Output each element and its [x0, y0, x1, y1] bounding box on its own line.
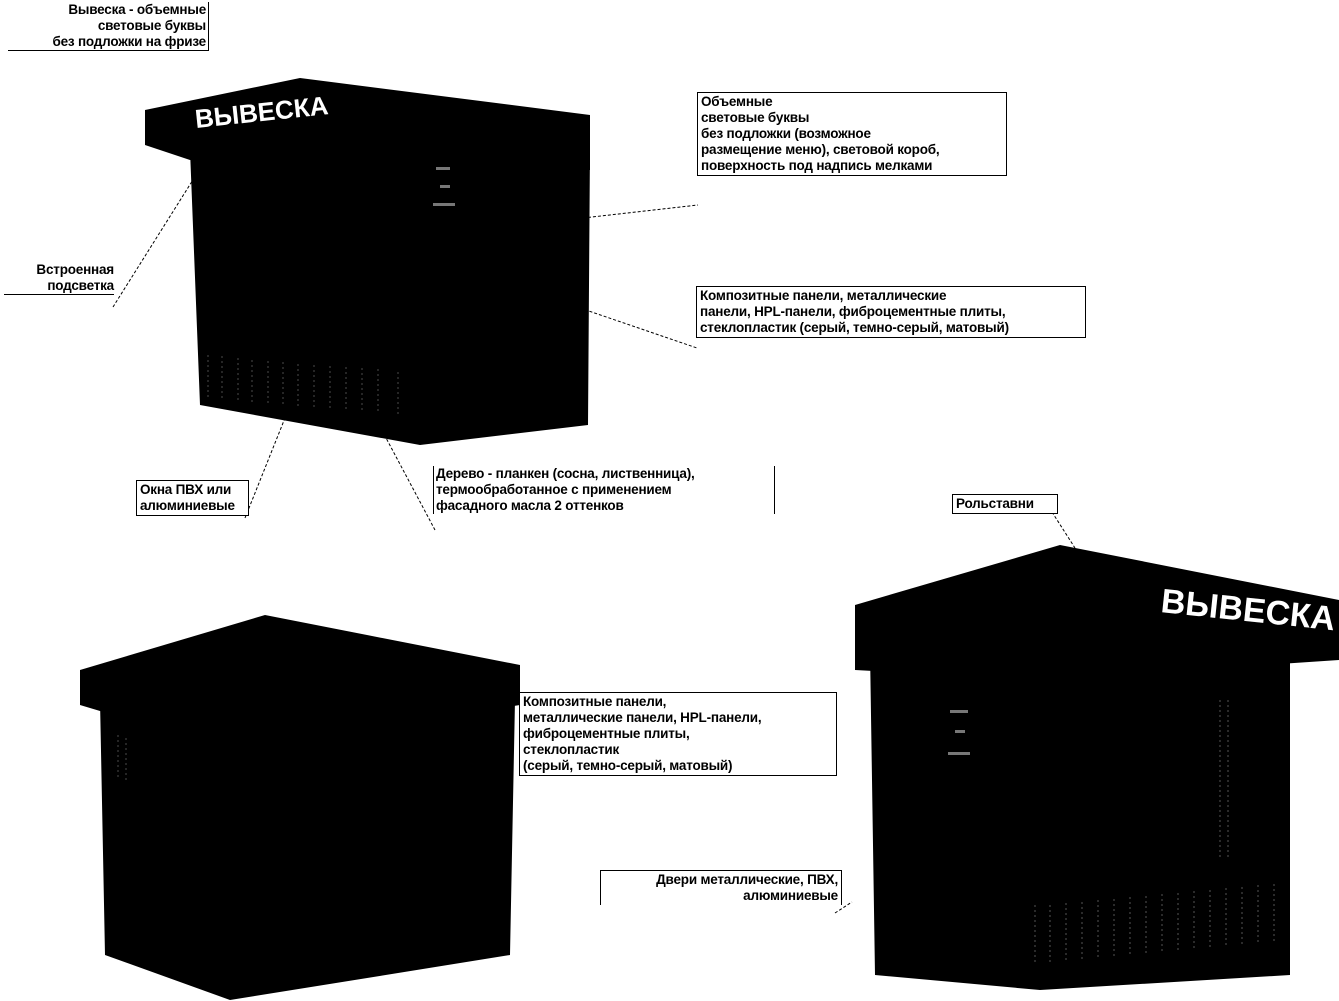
kiosk-bottom-right-body [870, 650, 1290, 990]
kiosk-bottom-right-doors [1034, 700, 1275, 965]
label-wood: Дерево - планкен (сосна, лиственница), т… [433, 466, 775, 514]
kiosk-bottom-right-menu-marks [948, 710, 970, 755]
leader-windows [244, 417, 286, 519]
leader-letters [582, 204, 699, 219]
leader-backlight [112, 174, 197, 308]
label-windows: Окна ПВХ или алюминиевые [136, 480, 249, 516]
leader-lines [112, 174, 1076, 914]
label-backlight: Встроенная подсветка [4, 262, 114, 295]
label-panels-top: Композитные панели, металлические панели… [696, 286, 1086, 338]
kiosk-bottom-left [80, 615, 520, 1000]
label-doors: Двери металлические, ПВХ, алюминиевые [600, 870, 842, 905]
leader-wood [384, 435, 436, 531]
leader-panels-top [579, 307, 698, 349]
kiosk-top-windows [207, 355, 399, 414]
kiosk-top-frieze [145, 78, 590, 170]
kiosk-top-body [190, 145, 590, 445]
label-panels-bottom: Композитные панели, металлические панели… [519, 692, 837, 776]
leader-shutters [1051, 511, 1076, 549]
label-shutters: Рольставни [952, 494, 1058, 514]
label-letters: Объемные световые буквы без подложки (во… [697, 92, 1007, 176]
kiosk-bottom-left-roof [80, 615, 520, 750]
kiosk-bottom-right: ВЫВЕСКА [855, 545, 1339, 990]
kiosk-top: ВЫВЕСКА [145, 78, 590, 445]
kiosk-bottom-left-body [100, 700, 515, 1000]
kiosk-top-menu-marks [433, 167, 455, 206]
kiosk-bottom-right-roof [855, 545, 1339, 680]
label-signage-top: Вывеска - объемные световые буквы без по… [8, 2, 209, 51]
leader-doors [834, 901, 853, 914]
kiosk-bottom-left-texture [117, 735, 127, 782]
